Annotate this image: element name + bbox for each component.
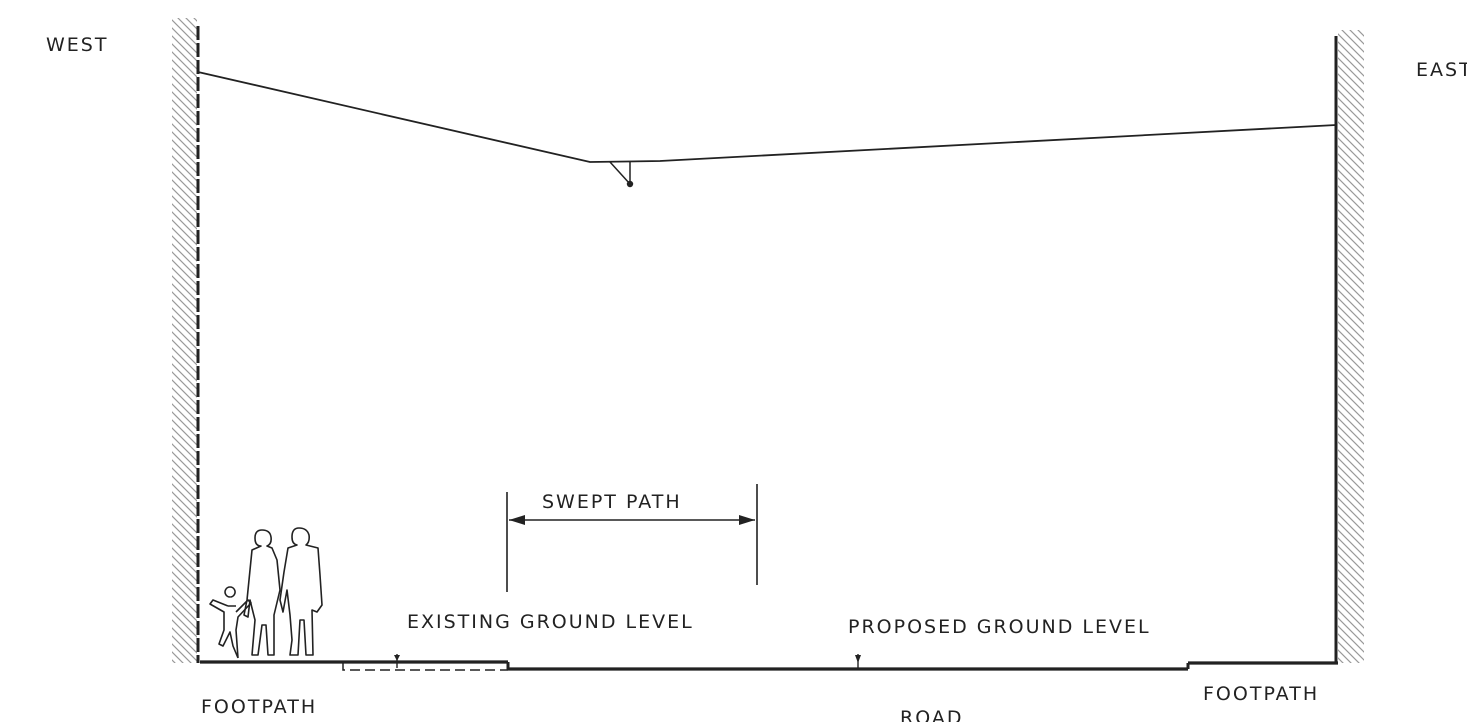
swept-path-arrow-left <box>509 515 525 525</box>
road-label: ROAD <box>900 707 963 722</box>
east-wall-hatching <box>1338 30 1364 663</box>
cable-hanger-dot <box>626 180 634 188</box>
adult-figure-right <box>279 527 323 656</box>
adult-figure-left <box>243 529 281 656</box>
existing-ground-level-label: EXISTING GROUND LEVEL <box>407 611 694 633</box>
existing-level-marker-arrow <box>394 655 400 661</box>
existing-ground-dashed-line <box>342 662 508 671</box>
proposed-level-marker-arrow <box>855 655 861 663</box>
west-wall-hatching <box>172 18 197 663</box>
swept-path-arrow-right <box>739 515 755 525</box>
footpath-right-label: FOOTPATH <box>1203 683 1319 705</box>
pedestrian-figures <box>209 527 323 659</box>
overhead-cable-line <box>197 71 1337 163</box>
cable-hanger <box>609 161 631 185</box>
west-label: WEST <box>46 34 108 56</box>
footpath-left-label: FOOTPATH <box>201 696 317 718</box>
proposed-ground-level-label: PROPOSED GROUND LEVEL <box>848 616 1151 638</box>
east-label: EAST <box>1416 59 1467 81</box>
swept-path-label: SWEPT PATH <box>542 491 682 513</box>
child-figure <box>209 586 252 659</box>
